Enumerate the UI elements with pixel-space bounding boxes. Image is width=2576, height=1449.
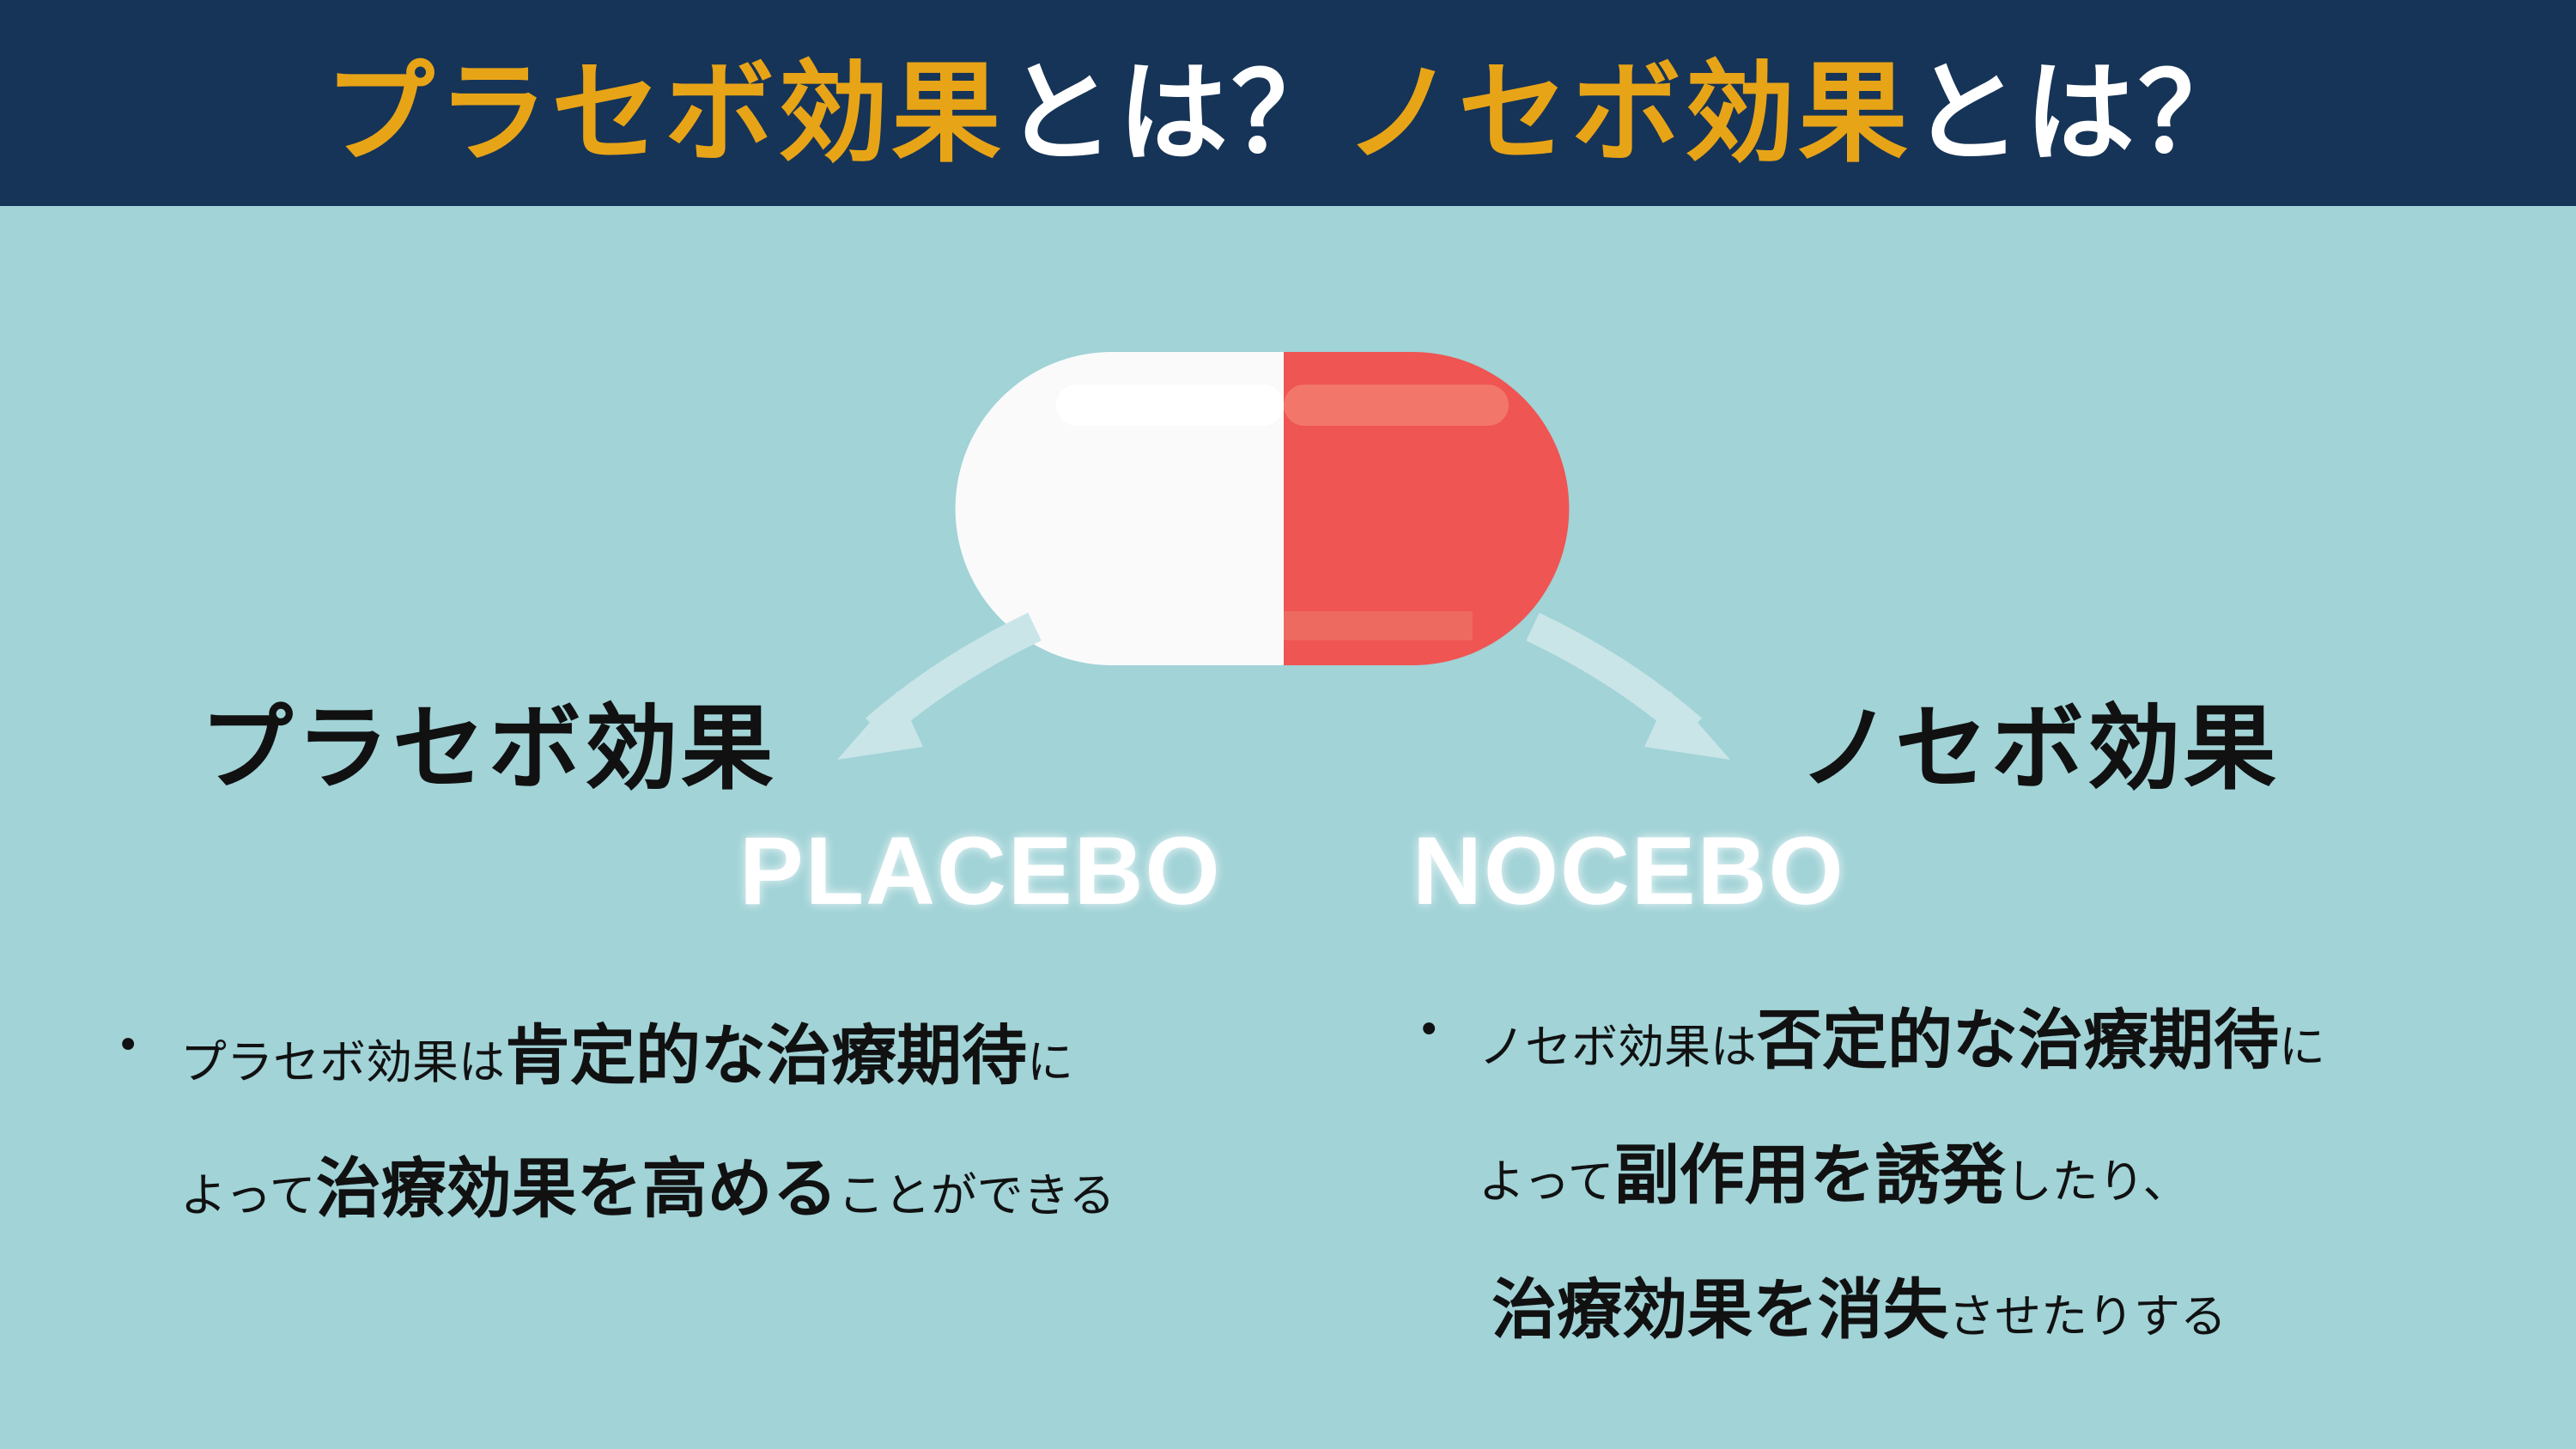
text: に: [1027, 1035, 1073, 1089]
title-banner: プラセボ効果とは？ノセボ効果とは？: [0, 0, 2576, 206]
title-nocebo: ノセボ効果: [1345, 49, 1912, 178]
nocebo-heading: ノセボ効果: [1799, 695, 2281, 803]
title-toha-2: とは？: [1911, 49, 2252, 178]
bullet-marker: •: [1417, 1006, 1442, 1054]
placebo-english-label: PLACEBO: [739, 817, 1222, 925]
text: ことができる: [837, 1168, 1115, 1222]
placebo-description-line2: よって治療効果を高めることができる: [180, 1136, 1115, 1230]
text: したり、: [2005, 1155, 2190, 1209]
page-title: プラセボ効果とは？ノセボ効果とは？: [325, 24, 2251, 183]
emphasis-text: 副作用を誘発: [1613, 1137, 2006, 1213]
title-placebo: プラセボ効果: [324, 49, 1005, 178]
text: よって: [1479, 1155, 1614, 1209]
bullet-marker: •: [116, 1022, 141, 1070]
nocebo-description-line2: よって副作用を誘発したり、: [1479, 1122, 2190, 1216]
placebo-heading: プラセボ効果: [200, 695, 778, 803]
text: させたりする: [1948, 1289, 2227, 1343]
emphasis-text: 治療効果を高める: [315, 1150, 838, 1227]
placebo-description-line1: プラセボ効果は肯定的な治療期待に: [180, 1003, 1073, 1097]
arrow-left-icon: [837, 612, 1042, 760]
nocebo-description-line3: 治療効果を消失させたりする: [1492, 1257, 2227, 1351]
text: よって: [180, 1168, 316, 1222]
nocebo-description-line1: ノセボ効果は否定的な治療期待に: [1479, 987, 2325, 1082]
emphasis-text: 治療効果を消失: [1492, 1271, 1948, 1348]
text: プラセボ効果は: [180, 1035, 505, 1089]
arrow-right-icon: [1526, 612, 1730, 760]
text: ノセボ効果は: [1479, 1020, 1757, 1074]
emphasis-text: 肯定的な治療期待: [505, 1017, 1027, 1094]
emphasis-text: 否定的な治療期待: [1757, 1002, 2279, 1078]
title-toha-1: とは？: [1004, 49, 1345, 178]
text: に: [2279, 1020, 2325, 1074]
capsule-pill-icon: [955, 352, 1570, 665]
nocebo-english-label: NOCEBO: [1413, 817, 1845, 925]
